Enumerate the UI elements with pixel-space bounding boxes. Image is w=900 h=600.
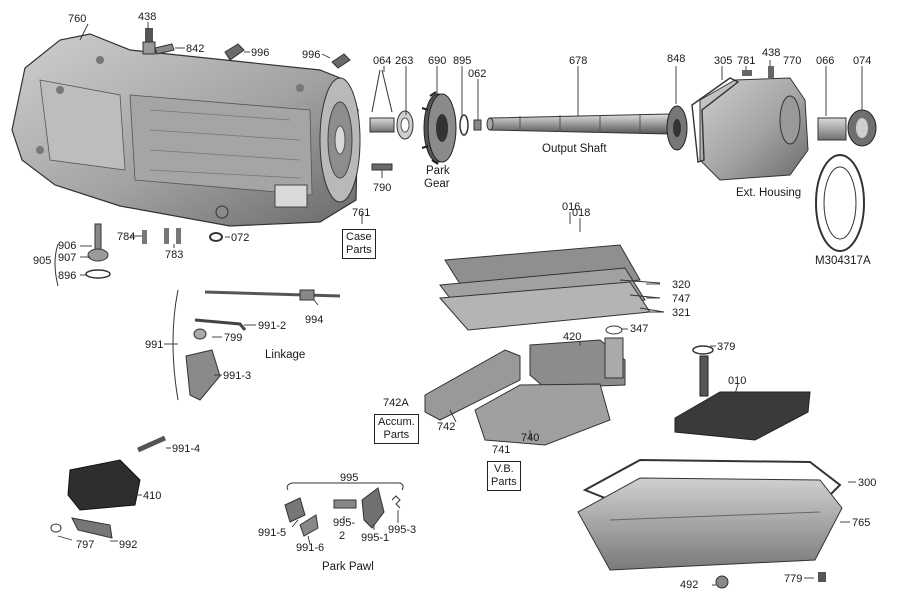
label-305: 305: [714, 55, 733, 67]
label-996-left: 996: [251, 47, 270, 59]
output-shaft-illustration: [486, 113, 671, 135]
label-062: 062: [468, 68, 487, 80]
accum-parts-box: Accum. Parts: [374, 414, 419, 444]
label-760: 760: [68, 13, 87, 25]
label-790: 790: [373, 182, 392, 194]
label-991-6: 991-6: [296, 542, 325, 554]
label-018: 018: [572, 207, 591, 219]
label-906: 906: [58, 240, 77, 252]
label-321: 321: [672, 307, 691, 319]
label-895: 895: [453, 55, 472, 67]
vb-parts-box: V.B. Parts: [487, 461, 521, 491]
label-438-vent: 438: [138, 11, 157, 23]
caption-output-shaft: Output Shaft: [542, 143, 607, 155]
drive-gear-illustration: [666, 105, 688, 151]
label-991-5: 991-5: [258, 527, 287, 539]
label-379: 379: [717, 341, 736, 353]
case-parts-box: Case Parts: [342, 229, 376, 259]
label-907: 907: [58, 252, 77, 264]
label-799: 799: [224, 332, 243, 344]
label-995-1: 995-1: [361, 532, 390, 544]
label-784: 784: [117, 231, 136, 243]
caption-linkage: Linkage: [265, 349, 306, 361]
label-016: 016: [562, 201, 581, 213]
park-gear-illustration: [421, 91, 482, 165]
label-263: 263: [395, 55, 414, 67]
label-991-4: 991-4: [172, 443, 201, 455]
caption-ext-housing: Ext. Housing: [736, 187, 802, 199]
label-347: 347: [630, 323, 649, 335]
linkage-illustration: [172, 289, 341, 401]
label-064: 064: [373, 55, 392, 67]
transmission-case-illustration: [11, 33, 361, 227]
label-905: 905: [33, 255, 52, 267]
label-010: 010: [728, 375, 747, 387]
vb-parts-line2: Parts: [491, 476, 517, 488]
label-996-right: 996: [302, 49, 321, 61]
vent-and-fasteners: [142, 28, 393, 244]
label-770: 770: [783, 55, 802, 67]
label-420: 420: [563, 331, 582, 343]
filler-tube-illustration: [54, 223, 111, 287]
label-492: 492: [680, 579, 699, 591]
label-797: 797: [76, 539, 95, 551]
label-740: 740: [521, 432, 540, 444]
case-parts-line2: Parts: [346, 244, 372, 256]
label-300: 300: [858, 477, 877, 489]
label-320: 320: [672, 279, 691, 291]
range-sensor-illustration: [50, 435, 167, 539]
label-761: 761: [352, 207, 371, 219]
label-742: 742: [437, 421, 456, 433]
label-995: 995: [340, 472, 359, 484]
label-410: 410: [143, 490, 162, 502]
accum-parts-line1: Accum.: [378, 416, 415, 428]
filter-illustration: [674, 345, 811, 441]
accum-parts-line2: Parts: [383, 429, 410, 441]
label-848: 848: [667, 53, 686, 65]
caption-park-gear-line1: Park: [426, 165, 450, 177]
label-779: 779: [784, 573, 803, 585]
label-781: 781: [737, 55, 756, 67]
label-074: 074: [853, 55, 872, 67]
label-991: 991: [145, 339, 164, 351]
vb-parts-line1: V.B.: [493, 463, 514, 475]
label-995-2-line2: 2: [339, 530, 346, 542]
oil-pan-illustration: [577, 458, 843, 589]
bearing-and-seal-illustration: [369, 69, 414, 140]
label-690: 690: [428, 55, 447, 67]
label-995-2-line1: 995-: [333, 517, 356, 529]
label-991-2: 991-2: [258, 320, 287, 332]
label-991-3: 991-3: [223, 370, 252, 382]
label-438-housing: 438: [762, 47, 781, 59]
extension-housing-illustration: [691, 66, 877, 252]
label-765: 765: [852, 517, 871, 529]
label-741: 741: [492, 444, 511, 456]
label-678: 678: [569, 55, 588, 67]
label-842: 842: [186, 43, 205, 55]
case-parts-line1: Case: [346, 231, 372, 243]
caption-gasket-part-number: M304317A: [815, 255, 871, 267]
label-742A: 742A: [383, 397, 409, 409]
caption-park-pawl: Park Pawl: [322, 561, 374, 573]
label-994: 994: [305, 314, 324, 326]
park-pawl-illustration: [284, 482, 404, 537]
leader-lines: [57, 22, 863, 586]
caption-park-gear-line2: Gear: [424, 178, 450, 190]
valve-body-illustration: [424, 325, 626, 446]
label-066: 066: [816, 55, 835, 67]
label-896: 896: [58, 270, 77, 282]
separator-plate-illustration: [438, 244, 665, 331]
label-783: 783: [165, 249, 184, 261]
label-747: 747: [672, 293, 691, 305]
label-992: 992: [119, 539, 138, 551]
label-072: 072: [231, 232, 250, 244]
label-995-3: 995-3: [388, 524, 417, 536]
